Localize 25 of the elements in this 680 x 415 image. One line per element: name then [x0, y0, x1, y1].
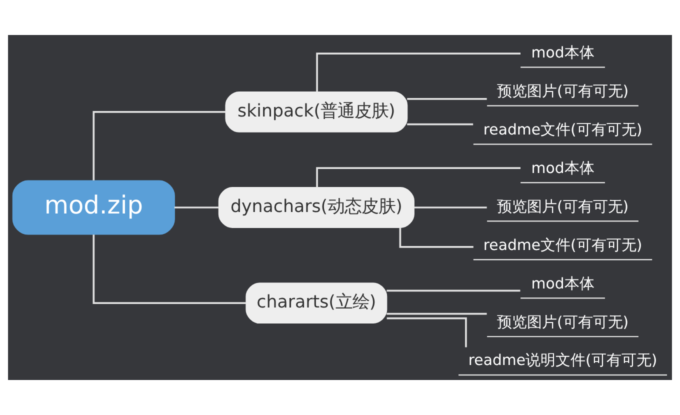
connector — [386, 317, 467, 348]
connector — [386, 290, 520, 292]
node-text: readme文件(可有可无) — [483, 120, 642, 138]
node-box: mod.zip — [12, 180, 175, 235]
connector — [92, 234, 246, 304]
connector — [407, 123, 474, 126]
connector — [407, 98, 487, 100]
node-text: 预览图片(可有可无) — [496, 312, 629, 331]
node-text: mod本体 — [531, 158, 594, 177]
connector — [399, 228, 474, 248]
node-text: readme文件(可有可无) — [483, 236, 642, 254]
connector — [316, 167, 521, 188]
node-text: mod本体 — [531, 43, 594, 62]
node-text: readme说明文件(可有可无) — [468, 351, 658, 370]
connector — [386, 312, 487, 315]
node-box: skinpack(普通皮肤) — [225, 91, 408, 132]
connector — [316, 52, 521, 92]
node-text: 预览图片(可有可无) — [496, 197, 629, 216]
connector — [92, 111, 226, 180]
node-box: dynachars(动态皮肤) — [218, 187, 414, 228]
node-box: chararts(立绘) — [246, 282, 388, 324]
connector — [414, 206, 487, 208]
node-text: mod本体 — [531, 274, 594, 292]
node-text: 预览图片(可有可无) — [496, 82, 629, 100]
connector — [174, 206, 219, 208]
